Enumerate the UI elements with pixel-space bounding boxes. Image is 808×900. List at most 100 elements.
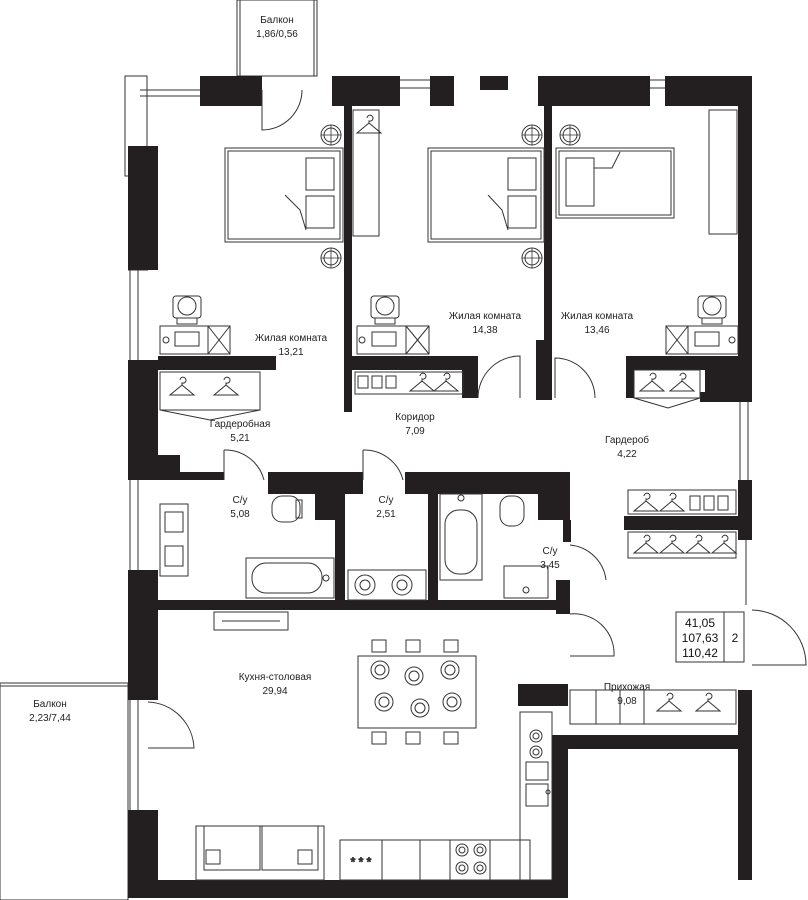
burner-icon (473, 861, 487, 875)
living-area-value: 41,05 (685, 616, 715, 630)
room-area: 9,08 (617, 696, 637, 707)
svg-text:107,63: 107,63 (682, 631, 719, 645)
room-area: 1,86/0,56 (256, 29, 298, 40)
svg-text:Жилая комната: Жилая комната (449, 311, 522, 322)
svg-text:Гардеробная: Гардеробная (210, 418, 271, 430)
svg-text:Гардероб: Гардероб (605, 434, 649, 446)
bed-3 (555, 147, 675, 219)
wardrobe-rack-mid (627, 489, 737, 515)
room-area: 29,94 (262, 686, 287, 697)
svg-text:1,86/0,56: 1,86/0,56 (256, 29, 298, 40)
room-count-value: 2 (732, 631, 739, 645)
svg-text:7,09: 7,09 (405, 426, 425, 437)
svg-text:14,38: 14,38 (472, 325, 497, 336)
bath-1-fixtures (159, 495, 335, 599)
window-frames (124, 75, 749, 810)
svg-text:С/у: С/у (543, 546, 558, 557)
svg-text:13,46: 13,46 (584, 325, 609, 336)
bed-1 (224, 147, 344, 243)
dressing-rack-1 (159, 371, 261, 421)
kitchen-hood (213, 611, 289, 631)
room-name: Жилая комната (561, 311, 634, 322)
svg-text:110,42: 110,42 (682, 646, 718, 660)
room-name: Гардероб (605, 434, 649, 446)
room-labels: Балкон 1,86/0,56 Жилая комната 13,21 Жил… (29, 15, 650, 724)
svg-text:Коридор: Коридор (395, 412, 435, 423)
bedside-lamp-1b-icon (320, 247, 342, 269)
burner-icon (473, 843, 487, 857)
burner-icon (455, 861, 469, 875)
room-name: Гардеробная (210, 418, 271, 430)
svg-text:5,08: 5,08 (230, 509, 250, 520)
desk-1 (159, 325, 231, 355)
sofa (195, 825, 325, 881)
room-name: Жилая комната (255, 333, 328, 344)
hall-rack (569, 689, 737, 725)
dining-table (357, 639, 477, 745)
svg-text:5,21: 5,21 (230, 433, 250, 444)
bed-2 (427, 147, 545, 243)
room-area: 2,23/7,44 (29, 713, 71, 724)
room-name: Прихожая (604, 682, 650, 693)
bedside-lamp-2a-icon (521, 124, 543, 146)
svg-text:Жилая комната: Жилая комната (255, 333, 328, 344)
wardrobe-rack-bottom (627, 531, 737, 559)
wardrobe-2 (352, 109, 382, 237)
room-area: 5,21 (230, 433, 250, 444)
svg-text:Балкон: Балкон (33, 699, 67, 710)
wardrobe-3 (708, 109, 738, 235)
bedside-lamp-3-icon (559, 124, 581, 146)
area-summary-box: 41,05 107,63 110,42 2 (675, 611, 745, 663)
room-area: 4,22 (617, 449, 637, 460)
room-area: 5,08 (230, 509, 250, 520)
svg-text:С/у: С/у (379, 495, 394, 506)
room-area: 13,46 (584, 325, 609, 336)
room-area: 2,51 (376, 509, 396, 520)
svg-text:Жилая комната: Жилая комната (561, 311, 634, 322)
bath-2-fixtures (347, 569, 427, 601)
desk-chair-2-icon (370, 295, 400, 325)
bedside-lamp-2b-icon (521, 247, 543, 269)
room-area: 3,45 (540, 560, 560, 571)
room-name: Кухня-столовая (239, 672, 312, 683)
balcony-top-outline (236, 0, 318, 77)
room-name: Балкон (33, 699, 67, 710)
balcony-left-outline (0, 682, 129, 900)
svg-text:Прихожая: Прихожая (604, 682, 650, 693)
burner-icon (455, 843, 469, 857)
doors (147, 89, 807, 749)
kitchen-counter: * * * (339, 711, 553, 881)
svg-text:2,51: 2,51 (376, 509, 396, 520)
room-name: Балкон (260, 15, 294, 26)
walls (128, 76, 752, 898)
room-area: 13,21 (278, 347, 303, 358)
total-area-balconies-value: 110,42 (682, 646, 718, 660)
room-name: Коридор (395, 412, 435, 423)
room-name: С/у (233, 495, 248, 506)
svg-text:29,94: 29,94 (262, 686, 287, 697)
room-name: С/у (379, 495, 394, 506)
desk-chair-3-icon (697, 295, 727, 325)
desk-chair-1-icon (172, 295, 202, 325)
svg-text:13,21: 13,21 (278, 347, 303, 358)
svg-text:9,08: 9,08 (617, 696, 637, 707)
room-name: С/у (543, 546, 558, 557)
svg-text:Балкон: Балкон (260, 15, 294, 26)
wardrobe-rack-top (633, 369, 701, 409)
bath-3-fixtures (439, 493, 549, 599)
svg-text:41,05: 41,05 (685, 616, 715, 630)
desk-2 (356, 325, 430, 355)
svg-text:3,45: 3,45 (540, 560, 560, 571)
desk-3 (665, 325, 739, 355)
svg-text:* * *: * * * (351, 855, 372, 869)
svg-text:2,23/7,44: 2,23/7,44 (29, 713, 71, 724)
svg-text:2: 2 (732, 631, 739, 645)
room-name: Жилая комната (449, 311, 522, 322)
room-area: 14,38 (472, 325, 497, 336)
svg-text:С/у: С/у (233, 495, 248, 506)
corridor-shelf (354, 371, 464, 395)
burner-icon (529, 745, 543, 759)
svg-text:Кухня-столовая: Кухня-столовая (239, 672, 312, 683)
room-area: 7,09 (405, 426, 425, 437)
